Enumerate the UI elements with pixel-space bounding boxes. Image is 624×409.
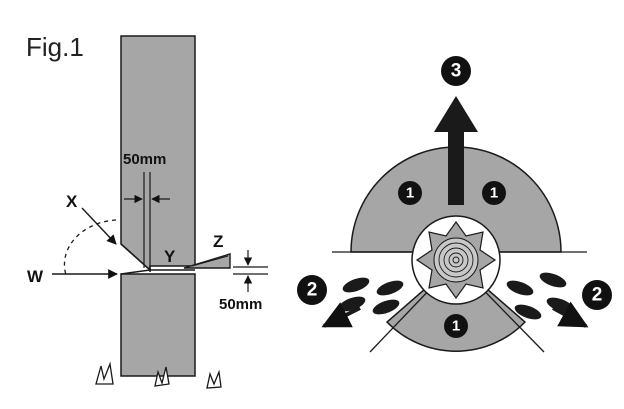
figure-title: Fig.1 [26, 32, 84, 62]
svg-text:2: 2 [307, 280, 318, 301]
backcut-dimension-label: 50mm [219, 296, 262, 313]
svg-text:1: 1 [406, 185, 414, 202]
backcut-dimension: 50mm [219, 250, 268, 313]
label-w: W [27, 267, 44, 286]
stump-top-view [411, 215, 501, 305]
svg-text:1: 1 [452, 318, 460, 335]
escape-diagram: 1 1 1 2 2 3 [297, 56, 612, 353]
fall-direction-arrow [434, 96, 478, 205]
grass-tufts [95, 361, 222, 389]
svg-text:3: 3 [451, 61, 462, 82]
marker-zone-bottom: 1 [444, 314, 468, 338]
label-y: Y [164, 247, 176, 266]
label-x: X [66, 192, 78, 211]
svg-text:1: 1 [490, 185, 498, 202]
marker-zone-right: 1 [482, 181, 506, 205]
footprints-right [506, 272, 589, 328]
hinge-dimension-label: 50mm [123, 151, 166, 168]
marker-retreat-left: 2 [297, 275, 327, 305]
notch-angle-arc [63, 219, 117, 276]
marker-retreat-right: 2 [582, 280, 612, 310]
felling-wedge [183, 253, 231, 269]
hinge-dimension: 50mm [123, 151, 170, 268]
svg-text:2: 2 [592, 285, 603, 306]
footprints-left [321, 277, 404, 328]
tree-trunk [120, 35, 196, 377]
marker-zone-left: 1 [398, 181, 422, 205]
label-z: Z [213, 232, 223, 251]
danger-zone-bottom [385, 261, 527, 352]
marker-fall-direction: 3 [441, 56, 471, 86]
